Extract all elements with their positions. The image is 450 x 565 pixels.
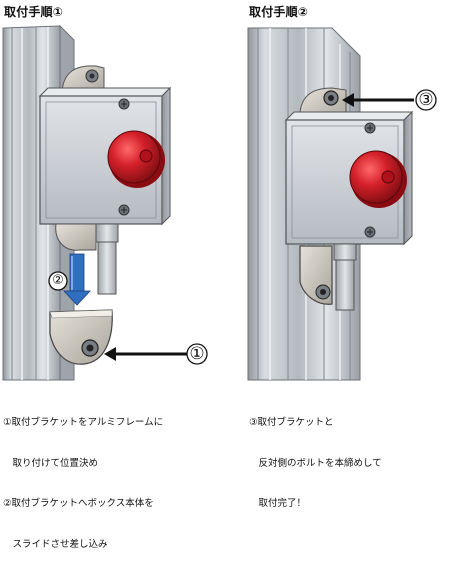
cable-gland-left [95,223,119,243]
panel-right-title: 取付手順② [249,5,309,19]
control-box-right [284,110,414,246]
emergency-stop-button-right [349,150,403,204]
caption-right-line: 反対側のボルトを本締めして [249,457,382,469]
caption-left-line: ②取付ブラケットへボックス本体を [3,498,154,509]
slide-down-arrow-icon [63,253,91,306]
callout-label-2: ② [52,273,64,288]
emergency-stop-button-left [107,130,161,184]
caption-right-line: 取付完了！ [249,498,307,509]
callout-circle-2 [48,271,68,291]
right-panel-drawing [247,27,437,381]
callout-circle-1 [186,343,208,365]
caption-left: ①取付ブラケットをアルミフレームに 取り付けて位置決め ②取付ブラケットへボック… [3,389,163,565]
cable-gland-right [333,243,357,261]
callout-arrow-3 [342,93,414,107]
cable-tube-right [335,259,355,311]
caption-right: ③取付ブラケットと 反対側のボルトを本締めして 取付完了！ [249,389,382,524]
caption-left-line: スライドさせ差し込み [3,538,108,550]
cable-tube-left [97,241,117,295]
callout-label-3: ③ [418,90,434,110]
callout-arrow-1 [104,347,187,361]
installation-diagram [2,24,437,381]
caption-left-line: ①取付ブラケットをアルミフレームに [3,417,164,428]
callout-label-1: ① [189,344,205,364]
control-box-left [38,86,172,226]
left-panel-drawing [2,24,208,381]
callout-circle-3 [415,89,437,111]
caption-right-line: ③取付ブラケットと [249,417,334,428]
caption-left-line: 取り付けて位置決め [3,457,99,469]
panel-left-title: 取付手順① [4,5,64,19]
